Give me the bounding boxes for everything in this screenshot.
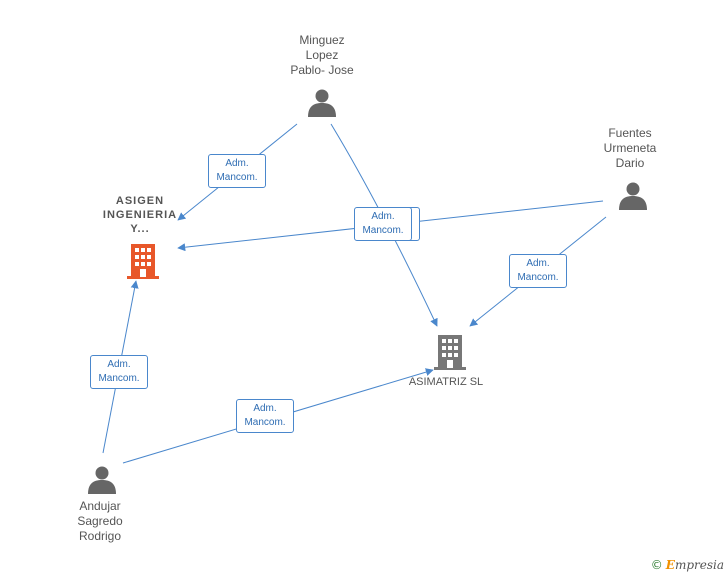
- node-label-line: Urmeneta: [603, 141, 657, 155]
- node-label-line: Pablo- Jose: [290, 63, 354, 77]
- company-label-line: ASIGEN: [115, 195, 165, 207]
- edge-label-line2: Mancom.: [362, 225, 404, 236]
- node-label-minguez[interactable]: Minguez Lopez Pablo- Jose: [272, 33, 372, 78]
- node-label-line: Rodrigo: [78, 529, 122, 543]
- node-label-line: Andujar: [79, 499, 121, 513]
- edge-label-minguez-asimatriz[interactable]: Adm. Mancom.: [354, 207, 412, 241]
- edge-label-line1: Adm.: [526, 258, 550, 269]
- node-label-fuentes[interactable]: Fuentes Urmeneta Dario: [580, 126, 680, 171]
- person-icon[interactable]: [87, 465, 117, 495]
- edge-label-minguez-asigen[interactable]: Adm. Mancom.: [208, 154, 266, 188]
- node-label-line: Lopez: [305, 48, 339, 62]
- edge-label-fuentes-asimatriz[interactable]: Adm. Mancom.: [509, 254, 567, 288]
- company-label-line: Y...: [130, 223, 150, 235]
- empresia-logo: ©Empresia: [651, 558, 724, 572]
- edge-label-line2: Mancom.: [517, 272, 559, 283]
- company-label-asimatriz[interactable]: ASIMATRIZ SL: [408, 376, 484, 388]
- copyright-icon: ©: [650, 558, 663, 572]
- edge-label-andujar-asigen[interactable]: Adm. Mancom.: [90, 355, 148, 389]
- company-label-line: INGENIERIA: [102, 209, 178, 221]
- node-label-line: Fuentes: [608, 126, 652, 140]
- brand-name: mpresia: [674, 558, 724, 572]
- node-label-andujar[interactable]: Andujar Sagredo Rodrigo: [50, 499, 150, 544]
- edge-label-andujar-asimatriz[interactable]: Adm. Mancom.: [236, 399, 294, 433]
- node-label-line: Minguez: [299, 33, 345, 47]
- person-icon[interactable]: [618, 181, 648, 211]
- edge-label-line1: Adm.: [253, 403, 277, 414]
- edge-label-line1: Adm.: [107, 359, 131, 370]
- edge-label-line2: Mancom.: [216, 172, 258, 183]
- edge-label-line2: Mancom.: [98, 373, 140, 384]
- edge-label-line2: Mancom.: [244, 417, 286, 428]
- building-icon[interactable]: [434, 334, 466, 370]
- node-label-line: Sagredo: [77, 514, 123, 528]
- brand-initial: E: [665, 558, 675, 572]
- person-icon[interactable]: [307, 88, 337, 118]
- edge-label-line1: Adm.: [371, 211, 395, 222]
- company-label-asigen[interactable]: ASIGEN INGENIERIA Y...: [90, 194, 190, 236]
- node-label-line: Dario: [615, 156, 645, 170]
- building-icon[interactable]: [127, 243, 159, 279]
- edge-label-line1: Adm.: [225, 158, 249, 169]
